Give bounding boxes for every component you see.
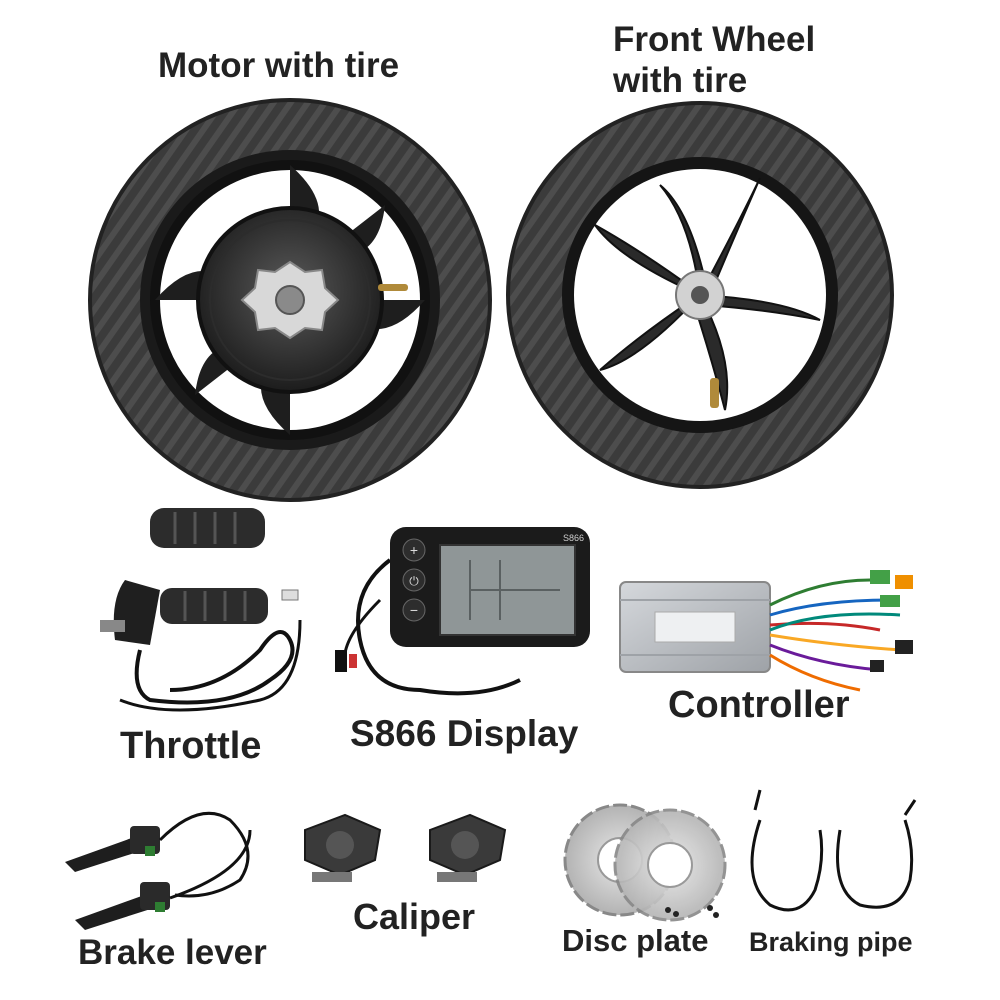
- braking-pipes: [750, 789, 917, 912]
- label-s866-display: S866 Display: [350, 713, 579, 754]
- display-model-text: S866: [563, 533, 584, 543]
- lcd-display: + ⏻ − S866: [335, 527, 590, 696]
- label-throttle: Throttle: [120, 725, 262, 767]
- label-braking-pipe: Braking pipe: [749, 927, 913, 957]
- motor-wheel: [88, 98, 492, 502]
- label-brake-lever: Brake lever: [78, 933, 267, 972]
- brake-levers: [65, 811, 252, 930]
- label-controller: Controller: [668, 684, 850, 726]
- motor-controller: [619, 570, 913, 692]
- svg-text:−: −: [410, 602, 418, 618]
- front-wheel: [506, 101, 894, 489]
- disc-plates: [563, 803, 727, 922]
- label-motor-with-tire: Motor with tire: [158, 46, 400, 85]
- svg-text:⏻: ⏻: [409, 574, 419, 588]
- calipers: [304, 813, 507, 882]
- throttle-assembly: [100, 508, 302, 712]
- label-front-wheel-line1: Front Wheel: [613, 20, 816, 59]
- label-disc-plate: Disc plate: [562, 923, 709, 958]
- label-front-wheel-line2: with tire: [613, 61, 748, 100]
- svg-text:+: +: [410, 542, 418, 558]
- label-caliper: Caliper: [353, 896, 476, 937]
